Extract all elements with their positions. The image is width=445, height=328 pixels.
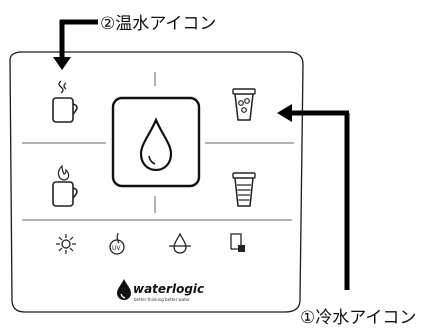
uv-icon[interactable]: UV xyxy=(106,231,128,261)
svg-text:UV: UV xyxy=(112,245,121,252)
cold-cup-icon[interactable] xyxy=(230,86,258,128)
drop-filter-icon[interactable] xyxy=(168,232,192,260)
water-dispense-button[interactable] xyxy=(111,96,201,192)
filter-lock-icon[interactable] xyxy=(226,231,248,259)
sun-icon xyxy=(56,234,76,254)
ambient-cup-icon[interactable] xyxy=(230,170,258,214)
filter-lock-icon xyxy=(230,233,245,252)
brand-name: waterlogic xyxy=(133,282,205,296)
brand-tagline: better thinking better water xyxy=(134,297,190,302)
water-drop-icon xyxy=(111,96,201,188)
hot-mug-flame-icon[interactable] xyxy=(47,162,83,218)
ambient-cup-icon xyxy=(232,172,256,207)
cold-water-callout-label: ①冷水アイコン xyxy=(300,308,417,328)
hot-mug-icon xyxy=(52,80,78,123)
uv-icon: UV xyxy=(109,232,125,255)
hot-mug-icon[interactable] xyxy=(47,78,83,134)
drop-filter-icon xyxy=(169,232,191,254)
hot-mug-flame-icon xyxy=(52,164,78,207)
brand-drop-icon xyxy=(117,279,131,300)
hot-water-callout-label: ②温水アイコン xyxy=(100,14,217,34)
cold-cup-icon xyxy=(232,88,256,121)
waterlogic-logo xyxy=(114,277,134,305)
sun-icon[interactable] xyxy=(55,233,77,259)
